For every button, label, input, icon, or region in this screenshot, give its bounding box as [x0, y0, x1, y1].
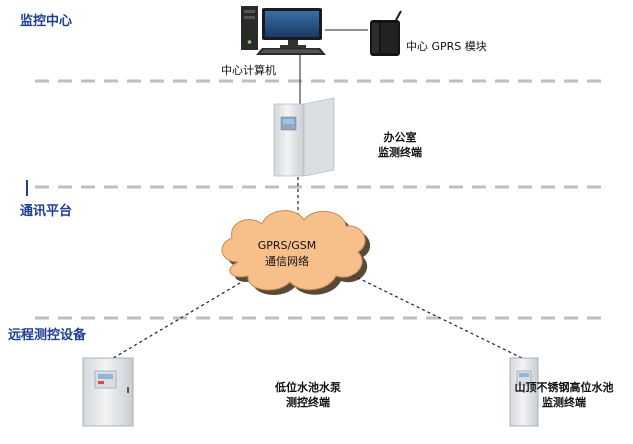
gprs-module-icon: [370, 10, 402, 56]
cloud-to-tank-line: [351, 274, 523, 359]
pump-terminal-label-line1: 低位水池水泵: [275, 381, 341, 394]
pump-terminal-cabinet-icon: [82, 357, 134, 427]
tank-terminal-label: 山顶不锈钢高位水池 监测终端: [500, 380, 628, 410]
office-cabinet-icon: [273, 97, 335, 177]
gprs-module-label: 中心 GPRS 模块: [406, 40, 487, 53]
cloud-label-line2: 通信网络: [265, 255, 309, 268]
cloud-label: GPRS/GSM 通信网络: [242, 238, 332, 270]
tank-terminal-label-line1: 山顶不锈钢高位水池: [514, 381, 614, 394]
section-label-monitor-center: 监控中心: [20, 14, 73, 29]
cloud-label-line1: GPRS/GSM: [257, 239, 317, 252]
network-cloud-icon: [221, 210, 371, 295]
section-label-remote-equipment: 远程测控设备: [8, 328, 87, 343]
central-computer-label: 中心计算机: [221, 64, 276, 77]
central-computer-icon: [241, 6, 326, 55]
pump-terminal-label-line2: 测控终端: [286, 396, 330, 409]
section-label-comm-platform: 通讯平台: [20, 204, 73, 219]
tank-terminal-cabinet-icon: [509, 357, 539, 427]
office-terminal-label-line1: 办公室: [383, 131, 417, 144]
office-terminal-label: 办公室 监测终端: [370, 130, 430, 160]
cloud-to-pump-line: [109, 282, 241, 361]
office-terminal-label-line2: 监测终端: [378, 146, 422, 159]
tank-terminal-label-line2: 监测终端: [542, 396, 586, 409]
pump-terminal-label: 低位水池水泵 测控终端: [258, 380, 358, 410]
